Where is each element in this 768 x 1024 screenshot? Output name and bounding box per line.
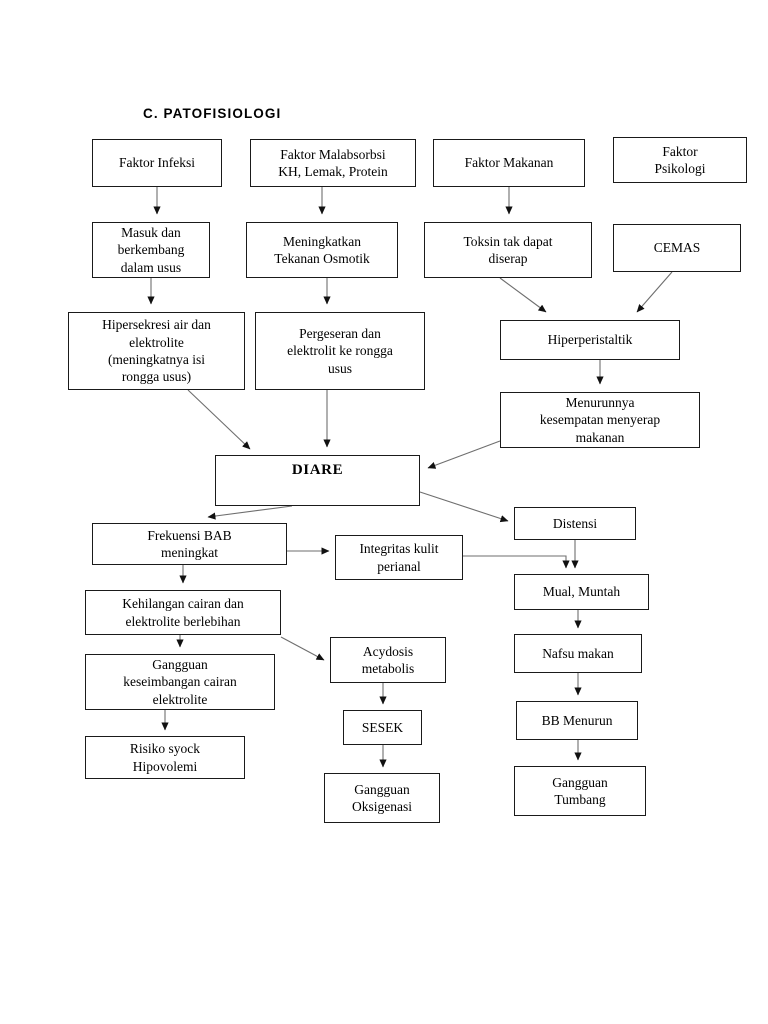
page-title: C. PATOFISIOLOGI (143, 106, 282, 121)
node-label: BB Menurun (541, 712, 613, 728)
node-label: SESEK (361, 719, 404, 735)
node-label: Distensi (552, 515, 598, 531)
node-nafsu-makan[interactable]: Nafsu makan (514, 634, 642, 673)
node-label: DIARE (291, 462, 344, 478)
edge-integritas-kulit-to-mual-muntah (463, 555, 570, 569)
edge-cemas-to-hiperperistaltik (636, 271, 673, 313)
node-cemas[interactable]: CEMAS (613, 224, 741, 272)
edge-diare-to-frekuensi-bab (207, 505, 293, 520)
node-label: Hiperperistaltik (547, 332, 633, 348)
node-bb-menurun[interactable]: BB Menurun (516, 701, 638, 740)
node-hiperperistaltik[interactable]: Hiperperistaltik (500, 320, 680, 360)
node-label: Faktor Infeksi (118, 155, 196, 171)
node-diare[interactable]: DIARE (215, 455, 420, 506)
edge-kehilangan-cairan-to-acydosis (280, 636, 325, 661)
edge-hipersekresi-to-diare (187, 389, 251, 450)
edge-toksin-tak-diserap-to-hiperperistaltik (499, 277, 547, 313)
node-label: CEMAS (653, 240, 701, 256)
edge-menurunnya-kesempatan-to-diare (427, 440, 501, 469)
node-sesek[interactable]: SESEK (343, 710, 422, 745)
node-faktor-infeksi[interactable]: Faktor Infeksi (92, 139, 222, 187)
node-label: Faktor Makanan (464, 155, 554, 171)
node-distensi[interactable]: Distensi (514, 507, 636, 540)
edge-diare-to-distensi (419, 491, 509, 523)
node-faktor-makanan[interactable]: Faktor Makanan (433, 139, 585, 187)
node-label: Nafsu makan (542, 645, 614, 661)
node-mual-muntah[interactable]: Mual, Muntah (514, 574, 649, 610)
node-label: Mual, Muntah (542, 584, 621, 600)
